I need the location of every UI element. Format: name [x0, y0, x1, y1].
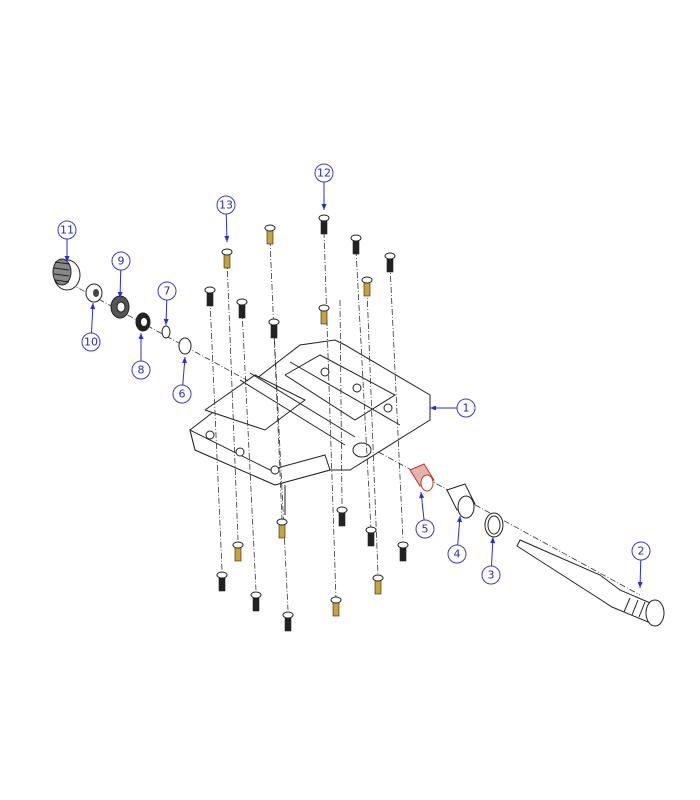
- callout-label: 2: [638, 545, 645, 558]
- gold-pin: [264, 224, 276, 245]
- bearing: [135, 312, 151, 332]
- gold-pin: [372, 574, 384, 595]
- gold-pin: [330, 596, 342, 617]
- bushing: [446, 483, 476, 519]
- arrowhead-icon: [138, 333, 144, 339]
- callout-label: 4: [454, 548, 461, 561]
- callout-5: 5: [415, 491, 435, 539]
- spindle-axle: [516, 539, 665, 627]
- callout-label: 9: [118, 255, 125, 268]
- callout-2: 2: [631, 541, 651, 589]
- seal-ring: [484, 512, 504, 538]
- pins: [204, 214, 409, 632]
- callout-7: 7: [157, 281, 177, 326]
- callout-1: 1: [430, 398, 476, 418]
- callout-label: 6: [179, 388, 186, 401]
- outer-bearing: [110, 295, 130, 319]
- black-pin: [282, 611, 294, 632]
- callout-label: 11: [60, 224, 74, 237]
- arrowhead-icon: [637, 581, 643, 588]
- callout-10: 10: [81, 302, 101, 352]
- black-pin: [236, 298, 248, 319]
- black-pin: [318, 214, 330, 235]
- inner-bushing: [409, 463, 435, 492]
- callout-label: 5: [422, 523, 429, 536]
- callout-label: 3: [488, 569, 495, 582]
- black-pin: [204, 286, 216, 307]
- small-washer: [161, 325, 171, 339]
- callout-11: 11: [57, 220, 77, 262]
- black-pin: [397, 541, 409, 562]
- arrowhead-icon: [182, 357, 188, 364]
- arrowhead-icon: [419, 492, 425, 499]
- pin-axis-lines: [209, 231, 404, 611]
- arrowhead-icon: [490, 537, 496, 544]
- callout-8: 8: [131, 333, 151, 380]
- pedal-body: [189, 339, 431, 515]
- callout-6: 6: [172, 356, 192, 404]
- callout-label: 8: [138, 364, 145, 377]
- callout-12: 12: [314, 163, 334, 210]
- black-pin: [216, 571, 228, 592]
- black-pin: [350, 234, 362, 255]
- arrowhead-icon: [90, 303, 96, 310]
- gold-pin: [318, 304, 330, 325]
- callout-label: 13: [219, 199, 233, 212]
- end-cap: [52, 258, 81, 291]
- gold-pin: [361, 276, 373, 297]
- arrowhead-icon: [117, 291, 123, 298]
- arrowhead-icon: [430, 405, 436, 411]
- callout-label: 12: [317, 167, 331, 180]
- washer: [178, 337, 192, 355]
- arrowhead-icon: [163, 318, 169, 325]
- callout-label: 1: [463, 402, 470, 415]
- gold-pin: [232, 541, 244, 562]
- callout-label: 10: [84, 336, 98, 349]
- black-pin: [336, 506, 348, 527]
- black-pin: [250, 591, 262, 612]
- black-pin: [384, 252, 396, 273]
- black-pin: [365, 526, 377, 547]
- arrowhead-icon: [457, 516, 463, 523]
- callout-13: 13: [216, 195, 236, 243]
- arrowhead-icon: [64, 256, 70, 262]
- callout-9: 9: [111, 251, 131, 299]
- black-pin: [268, 318, 280, 339]
- gold-pin: [276, 518, 288, 539]
- callout-4: 4: [447, 515, 467, 564]
- callout-label: 7: [164, 285, 171, 298]
- callout-3: 3: [481, 536, 501, 585]
- nut: [85, 283, 103, 303]
- gold-pin: [221, 248, 233, 269]
- arrowhead-icon: [224, 235, 230, 242]
- arrowhead-icon: [321, 204, 327, 210]
